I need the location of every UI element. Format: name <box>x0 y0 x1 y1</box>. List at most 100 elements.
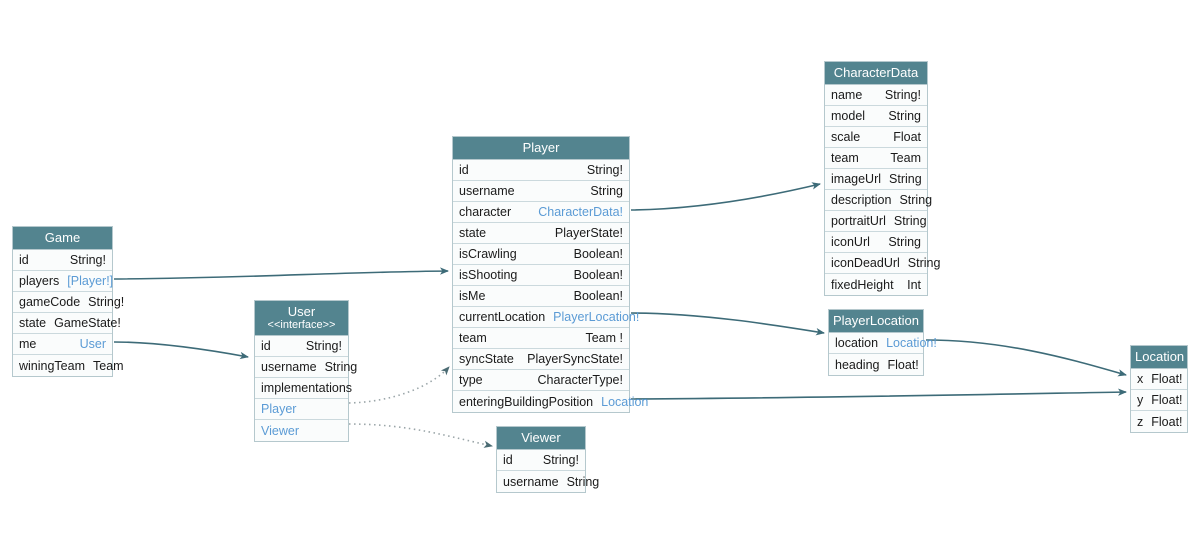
field-name: y <box>1137 393 1144 407</box>
field-type: Float! <box>1151 372 1183 386</box>
field-row[interactable]: model String <box>825 106 927 127</box>
field-row[interactable]: team Team ! <box>453 328 629 349</box>
field-row[interactable]: heading Float! <box>829 354 923 375</box>
entity-character-data[interactable]: CharacterData name String! model String … <box>824 61 940 296</box>
field-row[interactable]: fixedHeight Int <box>825 274 927 295</box>
field-name: isShooting <box>459 268 518 282</box>
field-name: scale <box>831 130 861 144</box>
field-name: syncState <box>459 352 514 366</box>
field-row[interactable]: id String! <box>497 450 585 471</box>
field-name: username <box>503 474 559 489</box>
field-row[interactable]: team Team <box>825 148 927 169</box>
field-row[interactable]: username String <box>497 471 599 492</box>
field-name: id <box>19 253 29 267</box>
field-type: Float! <box>1151 393 1183 407</box>
field-name: location <box>835 336 879 350</box>
entity-location[interactable]: Location x Float! y Float! z Float! <box>1130 345 1188 433</box>
entity-user-stereotype: <<interface>> <box>267 319 336 331</box>
field-name: team <box>459 331 487 345</box>
field-row[interactable]: portraitUrl String <box>825 211 927 232</box>
field-name: model <box>831 109 866 123</box>
field-row[interactable]: type CharacterType! <box>453 370 629 391</box>
field-type: String! <box>69 253 106 267</box>
implementation-name[interactable]: Viewer <box>261 423 299 438</box>
entity-user[interactable]: User <<interface>> id String! username S… <box>254 300 357 442</box>
field-type: String <box>893 214 927 228</box>
field-type: String! <box>542 453 579 467</box>
edge-player-currentlocation-to-playerlocation <box>630 312 825 336</box>
field-row[interactable]: character CharacterData! <box>453 202 629 223</box>
field-row[interactable]: isCrawling Boolean! <box>453 244 629 265</box>
field-type: String <box>566 474 600 489</box>
implementations-label: implementations <box>261 381 353 395</box>
field-row[interactable]: enteringBuildingPosition Location <box>453 391 648 412</box>
field-row[interactable]: me User <box>13 334 112 355</box>
field-row[interactable]: id String! <box>453 160 629 181</box>
field-row[interactable]: gameCode String! <box>13 292 124 313</box>
field-row[interactable]: iconDeadUrl String <box>825 253 940 274</box>
field-row[interactable]: scale Float <box>825 127 927 148</box>
field-type: Team <box>93 358 124 373</box>
field-row[interactable]: id String! <box>255 336 348 357</box>
field-row[interactable]: isShooting Boolean! <box>453 265 629 286</box>
field-name: heading <box>835 357 880 372</box>
field-row[interactable]: currentLocation PlayerLocation! <box>453 307 639 328</box>
field-row[interactable]: x Float! <box>1131 369 1187 390</box>
field-name: isMe <box>459 289 486 303</box>
entity-viewer-title: Viewer <box>497 427 585 450</box>
field-type[interactable]: PlayerLocation! <box>553 310 640 324</box>
field-name: iconDeadUrl <box>831 256 900 270</box>
field-row[interactable]: imageUrl String <box>825 169 927 190</box>
field-row[interactable]: username String <box>255 357 357 378</box>
field-type[interactable]: Location! <box>886 336 937 350</box>
field-name: portraitUrl <box>831 214 886 228</box>
field-row[interactable]: state GameState! <box>13 313 121 334</box>
field-type[interactable]: [Player!] <box>67 274 114 288</box>
field-row[interactable]: state PlayerState! <box>453 223 629 244</box>
field-name: x <box>1137 372 1144 386</box>
entity-character-data-title: CharacterData <box>825 62 927 85</box>
field-type: Float <box>893 130 921 144</box>
entity-player-location-title: PlayerLocation <box>829 310 923 333</box>
entity-game[interactable]: Game id String! players [Player!] gameCo… <box>12 226 124 377</box>
field-name: iconUrl <box>831 235 870 249</box>
implementations-header: implementations <box>255 378 353 399</box>
entity-game-title: Game <box>13 227 112 250</box>
edge-playerlocation-location-to-location <box>925 339 1127 377</box>
field-type: Team <box>890 151 921 165</box>
field-row[interactable]: y Float! <box>1131 390 1187 411</box>
entity-location-title: Location <box>1131 346 1187 369</box>
field-type: String <box>899 193 933 207</box>
field-type[interactable]: CharacterData! <box>538 205 623 219</box>
field-type: Team ! <box>585 331 623 345</box>
field-type[interactable]: Location <box>601 394 649 409</box>
field-row[interactable]: players [Player!] <box>13 271 114 292</box>
entity-player-title: Player <box>453 137 629 160</box>
field-row[interactable]: winingTeam Team <box>13 355 124 376</box>
edge-player-enteringbuildingposition-to-location <box>630 388 1127 400</box>
field-row[interactable]: isMe Boolean! <box>453 286 629 307</box>
field-row[interactable]: id String! <box>13 250 112 271</box>
field-row[interactable]: username String <box>453 181 629 202</box>
field-type[interactable]: User <box>79 337 106 351</box>
field-name: winingTeam <box>19 358 86 373</box>
field-type: Boolean! <box>573 268 623 282</box>
entity-viewer[interactable]: Viewer id String! username String <box>496 426 599 493</box>
implementation-name[interactable]: Player <box>261 402 297 416</box>
entity-player[interactable]: Player id String! username String charac… <box>452 136 648 413</box>
field-name: z <box>1137 414 1144 429</box>
edge-game-players-to-player <box>113 267 449 280</box>
field-row[interactable]: syncState PlayerSyncState! <box>453 349 629 370</box>
field-row[interactable]: name String! <box>825 85 927 106</box>
implementation-row[interactable]: Player <box>255 399 348 420</box>
field-type: String <box>888 109 921 123</box>
entity-player-location[interactable]: PlayerLocation location Location! headin… <box>828 309 937 376</box>
implementation-row[interactable]: Viewer <box>255 420 348 441</box>
field-row[interactable]: z Float! <box>1131 411 1187 432</box>
field-row[interactable]: description String <box>825 190 932 211</box>
field-type: String <box>590 184 623 198</box>
field-type: String! <box>305 339 342 353</box>
field-row[interactable]: iconUrl String <box>825 232 927 253</box>
field-row[interactable]: location Location! <box>829 333 937 354</box>
